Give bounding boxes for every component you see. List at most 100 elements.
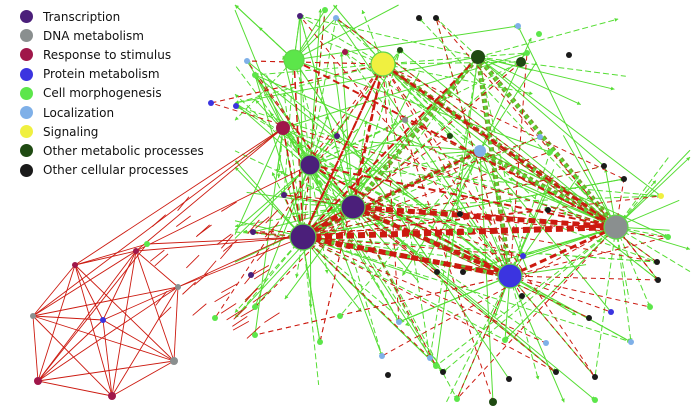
green-edge (309, 164, 471, 231)
green-edge (479, 150, 567, 191)
network-node (516, 57, 526, 67)
network-node (543, 340, 549, 346)
network-node (248, 272, 254, 278)
green-edge (444, 275, 511, 405)
legend-label: Signaling (43, 124, 99, 139)
network-node (252, 72, 258, 78)
cluster-edge (32, 315, 39, 382)
legend-item-localization: Localization (20, 103, 220, 122)
green-edge (477, 18, 619, 58)
green-edge (234, 164, 311, 239)
green-edge (282, 52, 528, 129)
red-edge (293, 59, 304, 238)
red-dash (226, 309, 243, 321)
red-edge-thin (302, 236, 524, 257)
green-edge (234, 166, 304, 238)
red-dash (264, 312, 280, 323)
green-edge (352, 206, 458, 400)
red-edge-thin (246, 60, 384, 65)
green-edge (234, 56, 479, 104)
network-node (460, 269, 466, 275)
network-node (342, 49, 348, 55)
network-node (621, 176, 627, 182)
red-edge (382, 62, 617, 229)
red-edge-thin (352, 206, 658, 263)
network-node (289, 223, 317, 251)
olive-edge-core (352, 56, 479, 208)
network-node (170, 357, 178, 365)
green-edge (344, 51, 481, 152)
red-edge (509, 225, 617, 278)
green-edge (504, 226, 617, 341)
green-edge (234, 59, 295, 121)
network-node (537, 134, 543, 140)
network-node (175, 284, 181, 290)
edge-arrowhead (235, 94, 239, 98)
network-node (337, 313, 343, 319)
red-edge-thin (509, 275, 651, 308)
legend-label: Cell morphogenesis (43, 86, 162, 101)
green-edge (254, 56, 479, 308)
cluster-hub-edge (177, 236, 304, 288)
network-node (233, 103, 239, 109)
green-edge (234, 164, 311, 231)
edge-arrowhead (652, 180, 657, 185)
network-node (433, 15, 439, 21)
network-node (133, 248, 139, 254)
legend: Transcription DNA metabolism Response to… (20, 7, 220, 180)
red-edge-thin (302, 165, 605, 238)
edge-arrowhead (235, 167, 239, 171)
network-node (433, 363, 439, 369)
green-edge (234, 63, 384, 104)
green-edge (335, 17, 481, 152)
network-node (566, 52, 572, 58)
green-edge (399, 49, 617, 228)
network-node (396, 319, 402, 325)
cluster-edge (74, 250, 137, 266)
red-dash (149, 249, 165, 262)
network-node (333, 15, 339, 21)
red-edge-thin (252, 226, 617, 233)
red-dash (244, 288, 258, 303)
network-node (252, 332, 258, 338)
edge-arrowhead (508, 178, 513, 182)
network-node (497, 263, 523, 289)
legend-item-response-to-stimulus: Response to stimulus (20, 45, 220, 64)
cluster-edge (32, 264, 76, 317)
edge-arrowhead (295, 274, 299, 278)
network-node (397, 47, 403, 53)
green-edge (382, 52, 528, 65)
legend-item-protein-metabolism: Protein metabolism (20, 65, 220, 84)
green-edge (382, 63, 451, 137)
cluster-hub-edge (135, 164, 311, 252)
cluster-edge (102, 250, 137, 321)
red-edge (302, 63, 384, 238)
red-dash (232, 315, 248, 327)
green-edge (435, 56, 479, 367)
green-edge (344, 51, 511, 277)
red-dash (220, 244, 233, 260)
edge-arrowhead (258, 27, 263, 31)
network-node (212, 315, 218, 321)
green-edge (298, 164, 311, 228)
legend-swatch-icon (20, 86, 33, 100)
green-edge (293, 59, 438, 273)
green-edge (302, 236, 410, 327)
edge-arrowhead (235, 223, 239, 228)
green-edge (282, 127, 321, 186)
red-edge-thin (302, 236, 557, 373)
green-edge (352, 195, 662, 208)
legend-item-other-cellular-processes: Other cellular processes (20, 161, 220, 180)
red-edge-thin (283, 194, 617, 228)
edge-arrowhead (610, 86, 615, 91)
node-layer (30, 7, 671, 406)
edge-arrowhead (576, 101, 581, 105)
network-node (250, 229, 256, 235)
legend-label: Protein metabolism (43, 67, 160, 82)
network-node (601, 163, 607, 169)
red-edge (302, 63, 384, 238)
cluster-hub-edge (177, 206, 354, 288)
network-node (454, 396, 460, 402)
